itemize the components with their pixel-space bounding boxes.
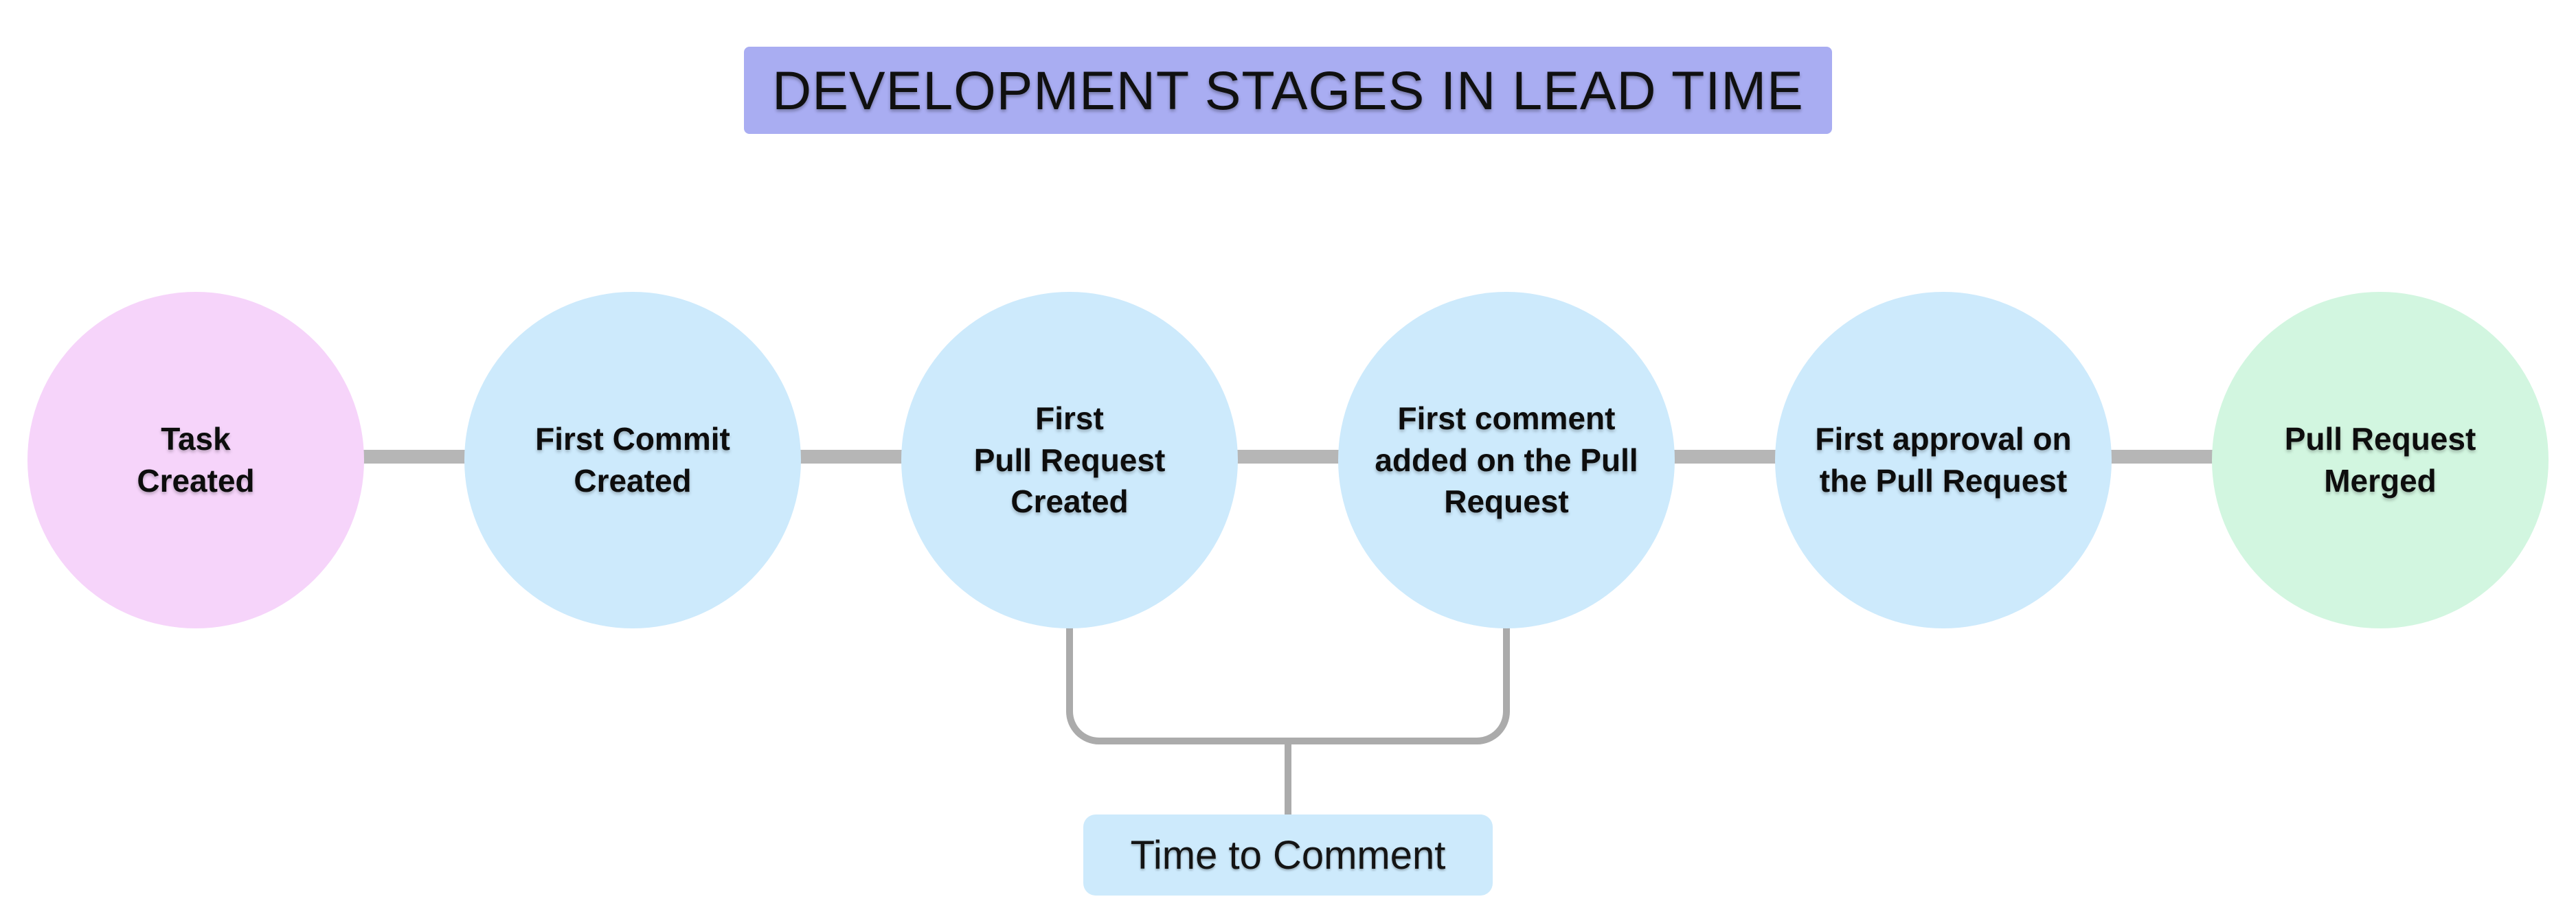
stage-circle-first-pull-request-created: First Pull Request Created [901, 292, 1238, 628]
stage-label: First comment added on the Pull Request [1375, 400, 1638, 520]
stage-label: First Pull Request Created [973, 400, 1166, 520]
stage-circle-first-comment-added: First comment added on the Pull Request [1338, 292, 1675, 628]
time-to-comment-badge: Time to Comment [1083, 814, 1493, 896]
time-to-comment-bracket-stem [1285, 743, 1291, 816]
stage-circle-first-commit-created: First Commit Created [464, 292, 801, 628]
stage-circle-task-created: Task Created [27, 292, 364, 628]
time-to-comment-label: Time to Comment [1130, 832, 1446, 878]
diagram-title: DEVELOPMENT STAGES IN LEAD TIME [744, 47, 1832, 134]
stage-label: First Commit Created [535, 421, 730, 499]
stage-label: Pull Request Merged [2284, 421, 2476, 499]
stage-label: Task Created [137, 421, 255, 499]
stage-circle-first-approval: First approval on the Pull Request [1775, 292, 2112, 628]
stage-label: First approval on the Pull Request [1815, 421, 2072, 499]
stage-circle-pull-request-merged: Pull Request Merged [2212, 292, 2549, 628]
time-to-comment-bracket [1066, 626, 1510, 744]
